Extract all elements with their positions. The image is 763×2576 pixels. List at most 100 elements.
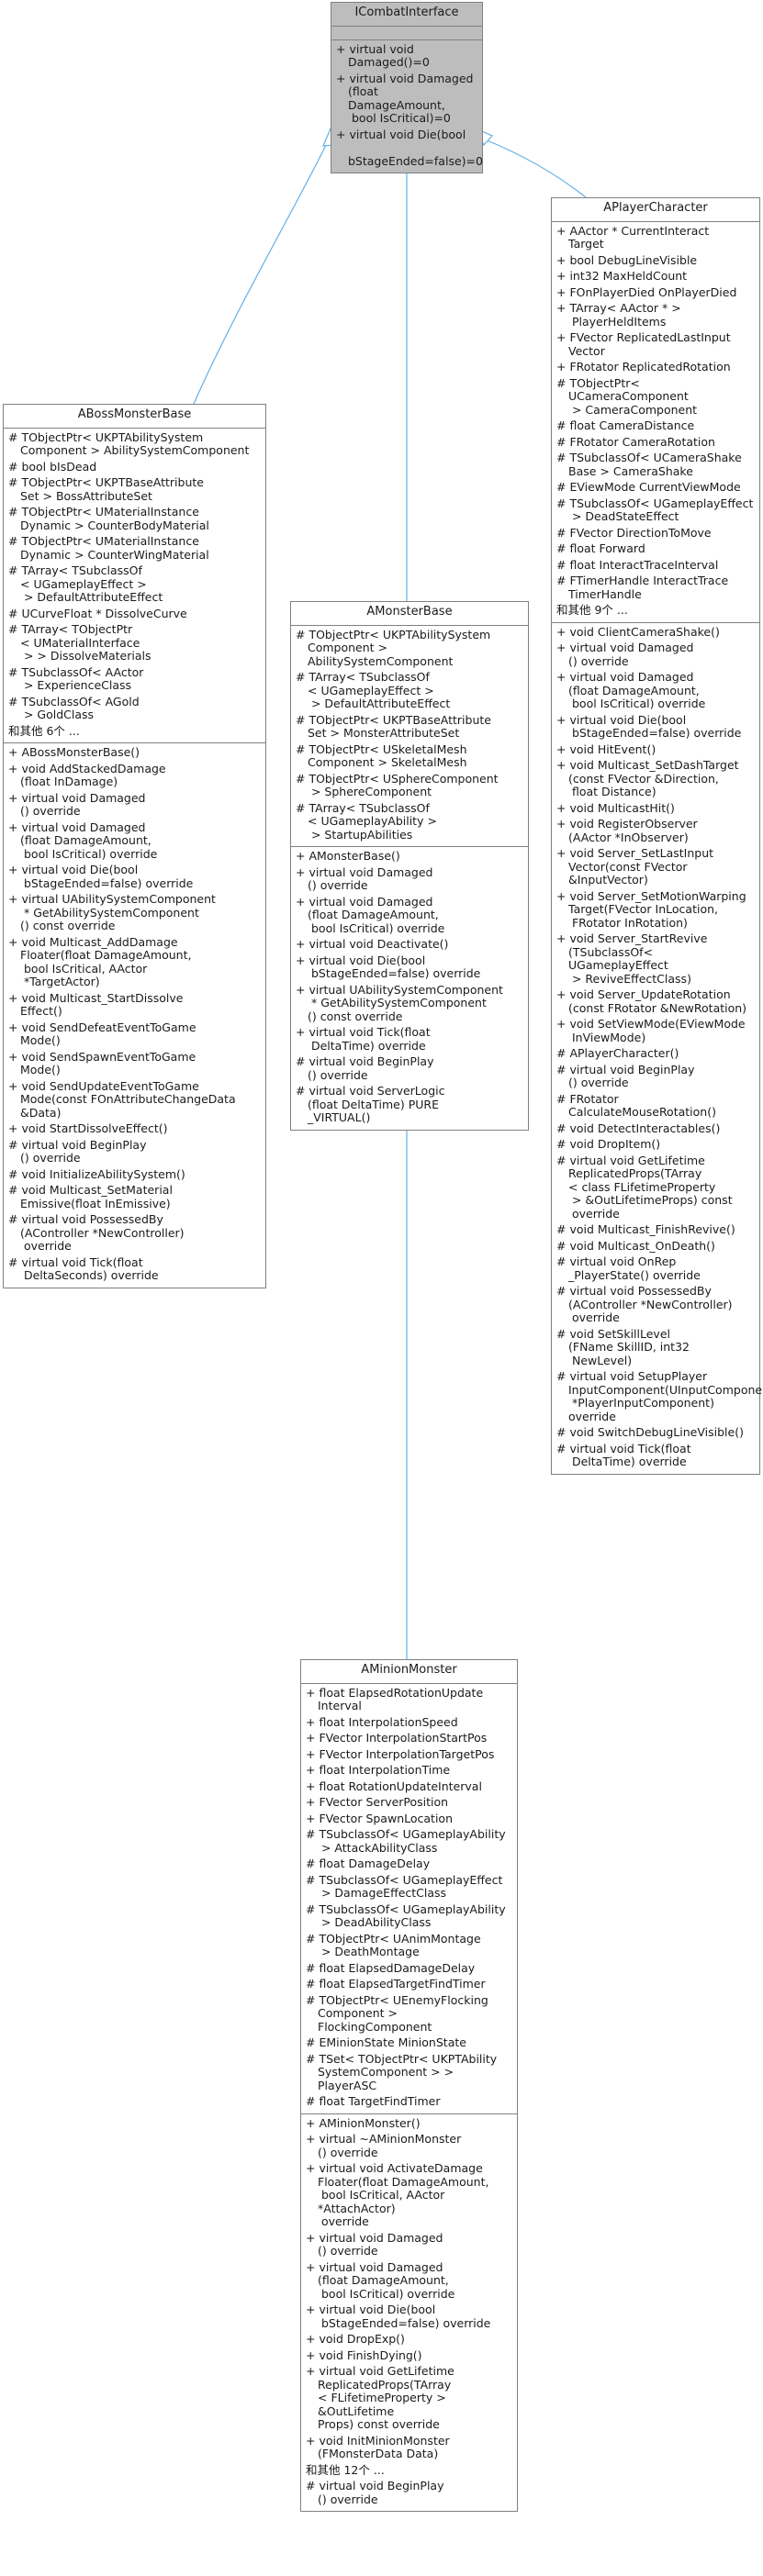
attribute-row: # float CameraDistance xyxy=(556,418,695,432)
method-row: + AMonsterBase() xyxy=(296,849,400,863)
method-row: + void Multicast_AddDamage Floater(float… xyxy=(8,934,192,988)
attribute-row: # TObjectPtr< UKPTAbilitySystem Componen… xyxy=(8,429,250,457)
method-row: # virtual void GetLifetime ReplicatedPro… xyxy=(556,1153,733,1221)
method-row: + void SendUpdateEventToGame Mode(const … xyxy=(8,1078,236,1120)
method-row: + virtual void Die(bool bStageEnded=fals… xyxy=(306,2303,491,2330)
method-row: # void Multicast_OnDeath() xyxy=(556,1238,715,1253)
method-row: + virtual void Tick(float DeltaTime) ove… xyxy=(296,1025,431,1053)
method-row: # void Multicast_FinishRevive() xyxy=(556,1222,735,1236)
methods-section: + virtual void Damaged()=0+ virtual void… xyxy=(331,39,483,173)
attribute-row: + int32 MaxHeldCount xyxy=(556,269,688,283)
methods-section: + ABossMonsterBase()+ void AddStackedDam… xyxy=(4,743,265,1288)
method-row: + void SendDefeatEventToGame Mode() xyxy=(8,1020,196,1047)
method-row: + AMinionMonster() xyxy=(306,2115,421,2130)
attribute-row: + bool DebugLineVisible xyxy=(556,252,698,267)
attribute-row: + TArray< AActor * > PlayerHeldItems xyxy=(556,301,681,329)
class-box-aminion-monster[interactable]: AMinionMonster + float ElapsedRotationUp… xyxy=(300,1659,518,2512)
attribute-row: # TObjectPtr< USkeletalMesh Component > … xyxy=(296,742,467,769)
attribute-row: # FRotator CameraRotation xyxy=(556,434,715,449)
more-members-link[interactable]: 和其他 12个 ... xyxy=(306,2462,385,2477)
method-row: + void FinishDying() xyxy=(306,2347,422,2362)
method-row: + void Multicast_StartDissolve Effect() xyxy=(8,990,184,1018)
method-row: + virtual void Damaged () override xyxy=(556,641,694,668)
attribute-row: + FVector SpawnLocation xyxy=(306,1811,453,1825)
class-box-aboss-monster-base[interactable]: ABossMonsterBase # TObjectPtr< UKPTAbili… xyxy=(3,404,266,1288)
attribute-row: + float InterpolationTime xyxy=(306,1763,451,1777)
attribute-row: + FVector ServerPosition xyxy=(306,1795,449,1809)
method-row: # virtual void Tick(float DeltaSeconds) … xyxy=(8,1255,159,1282)
method-row: # virtual void BeginPlay () override xyxy=(556,1062,695,1089)
attribute-row: + FVector ReplicatedLastInput Vector xyxy=(556,330,731,358)
attribute-row: # float ElapsedDamageDelay xyxy=(306,1960,476,1975)
attribute-row: + AActor * CurrentInteract Target xyxy=(556,223,710,251)
attribute-row: # TObjectPtr< UKPTAbilitySystem Componen… xyxy=(296,627,491,668)
method-row: + virtual void Damaged (float DamageAmou… xyxy=(336,71,474,125)
method-row: + virtual void Damaged (float DamageAmou… xyxy=(306,2259,455,2301)
method-row: # void DetectInteractables() xyxy=(556,1121,721,1135)
method-row: # virtual void BeginPlay () override xyxy=(8,1137,147,1165)
method-row: + virtual void ActivateDamage Floater(fl… xyxy=(306,2161,489,2228)
attribute-row: # TSet< TObjectPtr< UKPTAbility SystemCo… xyxy=(306,2051,498,2092)
method-row: + virtual void Deactivate() xyxy=(296,937,449,951)
method-row: + virtual void Damaged()=0 xyxy=(336,41,430,69)
method-row: + virtual void Die(bool bStageEnded=fals… xyxy=(8,863,194,890)
methods-section: + AMonsterBase()+ virtual void Damaged (… xyxy=(291,847,528,1130)
attribute-row: # TObjectPtr< UMaterialInstance Dynamic … xyxy=(8,505,209,532)
attribute-row: + float RotationUpdateInterval xyxy=(306,1779,482,1793)
methods-section: + AMinionMonster()+ virtual ~AMinionMons… xyxy=(301,2114,517,2512)
attributes-section: # TObjectPtr< UKPTAbilitySystem Componen… xyxy=(291,626,528,847)
method-row: + void Multicast_SetDashTarget (const FV… xyxy=(556,758,739,798)
attribute-row: # float ElapsedTargetFindTimer xyxy=(306,1977,486,1991)
class-title: ABossMonsterBase xyxy=(4,405,265,429)
method-row: + void Server_SetLastInput Vector(const … xyxy=(556,846,714,887)
attribute-row: # bool bIsDead xyxy=(8,459,97,474)
attribute-row: # TObjectPtr< UMaterialInstance Dynamic … xyxy=(8,534,209,562)
attributes-section: # TObjectPtr< UKPTAbilitySystem Componen… xyxy=(4,429,265,743)
attribute-row: # TObjectPtr< USphereComponent > SphereC… xyxy=(296,771,499,798)
attributes-section xyxy=(331,26,482,40)
more-members-link[interactable]: 和其他 6个 ... xyxy=(8,723,80,738)
method-row: + void Server_StartRevive (TSubclassOf< … xyxy=(556,931,708,986)
method-row: + void SetViewMode(EViewMode InViewMode) xyxy=(556,1017,746,1044)
method-row: + void InitMinionMonster (FMonsterData D… xyxy=(306,2433,450,2460)
attribute-row: # float Forward xyxy=(556,541,645,555)
method-row: + void ClientCameraShake() xyxy=(556,624,720,639)
method-row: + virtual UAbilitySystemComponent * GetA… xyxy=(8,892,216,932)
more-members-link[interactable]: 和其他 9个 ... xyxy=(556,603,628,617)
attribute-row: + float InterpolationSpeed xyxy=(306,1714,458,1729)
attribute-row: # TArray< TObjectPtr < UMaterialInterfac… xyxy=(8,622,151,663)
method-row: + void HitEvent() xyxy=(556,742,656,756)
class-box-amonster-base[interactable]: AMonsterBase # TObjectPtr< UKPTAbilitySy… xyxy=(290,601,529,1131)
attribute-row: # TArray< TSubclassOf < UGameplayEffect … xyxy=(296,670,451,710)
method-row: # virtual void PossessedBy (AController … xyxy=(8,1212,185,1253)
attribute-row: + float ElapsedRotationUpdate Interval xyxy=(306,1685,484,1712)
method-row: # void SwitchDebugLineVisible() xyxy=(556,1425,744,1439)
method-row: # FRotator CalculateMouseRotation() xyxy=(556,1091,716,1119)
class-box-icombat-interface[interactable]: ICombatInterface + virtual void Damaged(… xyxy=(331,2,483,173)
attribute-row: + FVector InterpolationTargetPos xyxy=(306,1746,495,1761)
method-row: + virtual UAbilitySystemComponent * GetA… xyxy=(296,982,503,1023)
attribute-row: # EMinionState MinionState xyxy=(306,2035,466,2049)
method-row: # virtual void BeginPlay () override xyxy=(306,2479,444,2506)
method-row: + virtual void Die(bool bStageEnded=fals… xyxy=(296,953,481,980)
attribute-row: # TObjectPtr< UKPTBaseAttribute Set > Bo… xyxy=(8,475,204,503)
method-row: # virtual void BeginPlay () override xyxy=(296,1054,434,1082)
attribute-row: # FVector DirectionToMove xyxy=(556,525,712,540)
method-row: + void RegisterObserver (AActor *InObser… xyxy=(556,817,698,844)
attribute-row: # TSubclassOf< AGold > GoldClass xyxy=(8,694,140,721)
attribute-row: # TArray< TSubclassOf < UGameplayAbility… xyxy=(296,800,437,842)
method-row: + virtual void Damaged (float DamageAmou… xyxy=(296,894,445,935)
method-row: + virtual void Damaged () override xyxy=(8,790,146,818)
attribute-row: # TSubclassOf< UGameplayEffect > DamageE… xyxy=(306,1872,503,1900)
attribute-row: # TSubclassOf< AActor > ExperienceClass xyxy=(8,664,144,692)
method-row: # virtual void OnRep _PlayerState() over… xyxy=(556,1255,701,1282)
method-row: + void AddStackedDamage (float InDamage) xyxy=(8,761,166,788)
class-box-aplayer-character[interactable]: APlayerCharacter + AActor * CurrentInter… xyxy=(551,197,763,1475)
edge-boss-to-icombat xyxy=(193,139,330,405)
attribute-row: # TSubclassOf< UGameplayEffect > DeadSta… xyxy=(556,496,754,523)
method-row: + void StartDissolveEffect() xyxy=(8,1121,168,1135)
attribute-row: # FTimerHandle InteractTrace TimerHandle xyxy=(556,574,729,601)
class-title: AMonsterBase xyxy=(291,602,528,626)
method-row: + virtual void Damaged () override xyxy=(296,864,433,892)
attribute-row: # float InteractTraceInterval xyxy=(556,557,719,572)
